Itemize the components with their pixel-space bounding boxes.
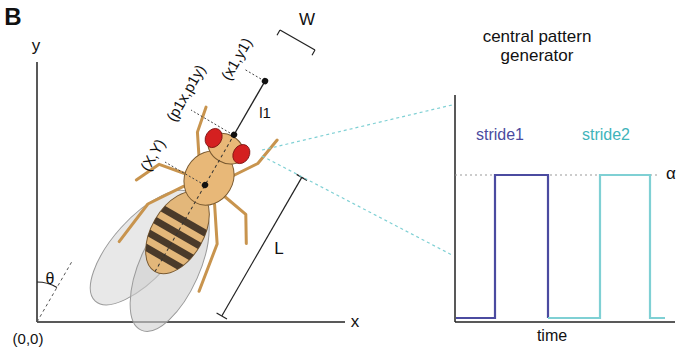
angle-label: θ bbox=[46, 270, 55, 288]
fly bbox=[67, 45, 341, 351]
point-dot bbox=[201, 181, 210, 190]
leader-line bbox=[165, 162, 201, 183]
series-label: stride1 bbox=[476, 126, 524, 144]
axis-label: time bbox=[537, 327, 567, 345]
legs bbox=[104, 89, 299, 300]
level-label: α bbox=[666, 165, 676, 184]
segment-label: l1 bbox=[259, 105, 271, 122]
origin-label: (0,0) bbox=[13, 331, 44, 348]
panel-title: central pattern generator bbox=[462, 28, 612, 65]
dimension-label: L bbox=[274, 240, 283, 259]
stride-wave bbox=[456, 175, 548, 318]
eye bbox=[202, 125, 226, 150]
eye bbox=[229, 141, 253, 166]
stride-wave bbox=[548, 175, 665, 318]
panel-letter: B bbox=[4, 4, 21, 30]
axis-label: y bbox=[32, 37, 41, 56]
point-label: (p1x,p1y) bbox=[163, 62, 209, 124]
y-axis bbox=[36, 62, 38, 322]
axis-label: x bbox=[351, 313, 360, 332]
cpg-y-axis bbox=[454, 95, 456, 322]
dimension-label: W bbox=[299, 11, 315, 30]
projection-line bbox=[262, 156, 452, 255]
length-dimension bbox=[222, 177, 302, 316]
point-dot bbox=[261, 77, 270, 86]
angle-ray bbox=[37, 261, 72, 322]
point-label: (x1,y1) bbox=[218, 35, 255, 83]
cpg-time-axis bbox=[455, 321, 675, 323]
series-label: stride2 bbox=[582, 126, 630, 144]
projection-line bbox=[262, 105, 452, 150]
dimension-tick bbox=[217, 313, 227, 319]
dimension-tick bbox=[297, 174, 307, 180]
leader-line bbox=[244, 69, 261, 79]
width-bracket bbox=[280, 30, 315, 50]
bracket-tick bbox=[312, 50, 315, 55]
bracket-tick bbox=[277, 30, 280, 35]
point-label: (X,Y) bbox=[137, 136, 168, 174]
point-dot bbox=[230, 130, 239, 139]
leader-line bbox=[191, 110, 230, 133]
stripe bbox=[136, 239, 191, 275]
x-axis bbox=[37, 321, 345, 323]
body-axis bbox=[155, 135, 234, 272]
